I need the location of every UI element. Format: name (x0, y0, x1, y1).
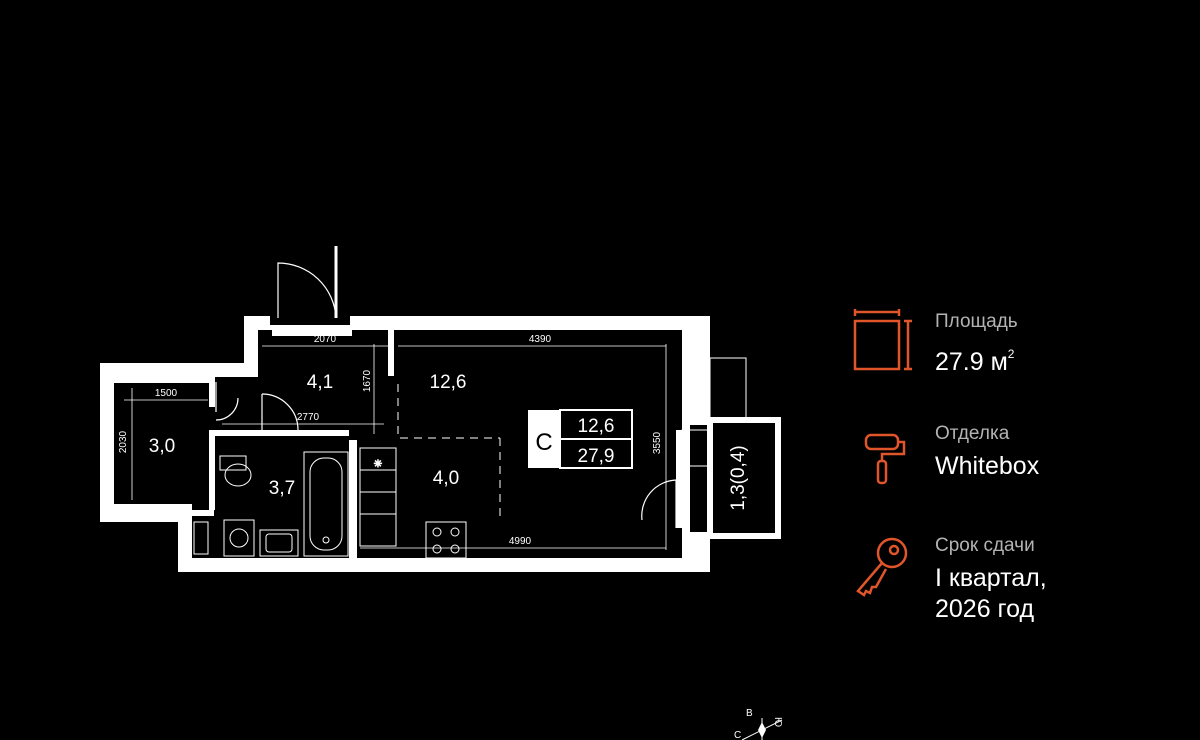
finish-value: Whitebox (935, 452, 1040, 480)
dimension-labels: 2070 4390 1500 2030 1670 2770 3550 4990 (118, 334, 663, 547)
area-icon (853, 309, 912, 371)
dim-2070: 2070 (314, 334, 337, 345)
area-label: Площадь (935, 311, 1018, 332)
room-hall-area: 4,1 (307, 372, 333, 393)
dim-2770: 2770 (297, 412, 320, 423)
fixtures: ✳ (193, 447, 467, 559)
dim-4990: 4990 (509, 536, 532, 547)
info-panel: Площадь 27.9 м2 Отделка Whitebox Срок сд… (852, 305, 1182, 641)
area-value: 27.9 м2 (935, 347, 1015, 376)
compass-south: Ю (772, 717, 783, 727)
info-area: Площадь 27.9 м2 (852, 305, 1182, 417)
compass-north: С (734, 730, 741, 740)
dim-2030: 2030 (118, 430, 129, 453)
info-finish: Отделка Whitebox (852, 417, 1182, 529)
area-unit-superscript: 2 (1007, 347, 1015, 361)
dim-3550: 3550 (652, 431, 663, 454)
key-icon (856, 537, 908, 597)
room-storage-area: 3,0 (149, 436, 175, 457)
apartment-type-badge: С 12,6 27,9 (528, 409, 633, 469)
dimension-lines (124, 344, 667, 550)
type-living-area: 12,6 (578, 416, 615, 437)
balcony (681, 357, 781, 539)
paint-roller-icon (864, 433, 906, 485)
finish-label: Отделка (935, 423, 1010, 444)
room-balcony-area: 1,3(0,4) (728, 445, 749, 510)
compass-east: В (746, 708, 753, 719)
dim-4390: 4390 (529, 334, 552, 345)
room-labels: 4,1 12,6 3,0 3,7 4,0 1,3(0,4) (149, 372, 749, 511)
type-total-area: 27,9 (578, 446, 615, 467)
room-kitchen-area: 4,0 (433, 468, 459, 489)
svg-text:✳: ✳ (374, 459, 382, 470)
room-bathroom-area: 3,7 (269, 478, 295, 499)
compass: С В Ю (734, 708, 783, 740)
walls (100, 316, 710, 572)
info-delivery: Срок сдачи I квартал, 2026 год (852, 529, 1182, 641)
type-letter: С (535, 429, 552, 456)
doors (215, 246, 677, 528)
dim-1500: 1500 (155, 388, 178, 399)
room-living-area: 12,6 (430, 372, 467, 393)
dim-1670: 1670 (362, 369, 373, 392)
kitchen-zone (397, 384, 501, 522)
delivery-label: Срок сдачи (935, 535, 1035, 556)
delivery-value: I квартал, 2026 год (935, 564, 1047, 623)
